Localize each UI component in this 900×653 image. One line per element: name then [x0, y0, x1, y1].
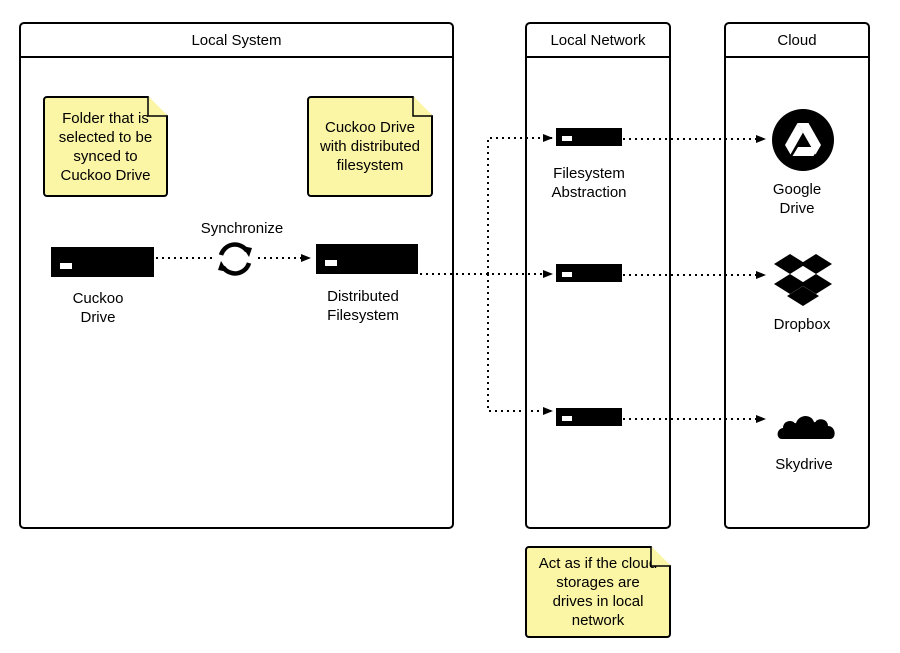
drive-led: [325, 260, 337, 266]
sync-label: Synchronize: [200, 220, 284, 237]
drive-led: [562, 416, 572, 421]
network-note: Act as if the cloud storages are drives …: [525, 546, 671, 638]
drive-led: [60, 263, 72, 269]
cuckoo-drive-icon: [51, 247, 154, 277]
skydrive-label: Skydrive: [775, 456, 833, 473]
note-fold-icon: [412, 96, 433, 117]
network-note-text: Act as if the cloud storages are drives …: [538, 555, 658, 629]
drive-led: [562, 136, 572, 141]
network-drive-2-icon: [556, 264, 622, 282]
fs-abstraction-label: Filesystem Abstraction: [551, 165, 627, 201]
network-drive-3-icon: [556, 408, 622, 426]
network-drive-1-icon: [556, 128, 622, 146]
drive-led: [562, 272, 572, 277]
distributed-fs-drive-icon: [316, 244, 418, 274]
bus-top-line: [487, 134, 553, 274]
note-fold-icon: [147, 96, 168, 117]
bus-bottom-line: [487, 274, 553, 415]
note-fold-icon: [650, 546, 671, 567]
google-drive-label: Google Drive: [772, 181, 822, 217]
local-system-title: Local System: [21, 24, 452, 58]
dropbox-icon: [774, 254, 832, 306]
distributed-fs-label: Distributed Filesystem: [327, 288, 399, 324]
cloud-title: Cloud: [726, 24, 868, 58]
dropbox-label: Dropbox: [773, 316, 831, 333]
cloud-panel: Cloud: [724, 22, 870, 529]
sync-icon: [218, 242, 252, 276]
local-network-title: Local Network: [527, 24, 669, 58]
folder-note-text: Folder that is selected to be synced to …: [58, 109, 153, 184]
cuckoo-note-text: Cuckoo Drive with distributed filesystem: [319, 119, 421, 174]
skydrive-icon: [777, 414, 835, 439]
cuckoo-drive-label: Cuckoo Drive: [72, 290, 124, 326]
folder-note: Folder that is selected to be synced to …: [43, 96, 168, 197]
google-drive-icon: [772, 109, 834, 171]
cuckoo-note: Cuckoo Drive with distributed filesystem: [307, 96, 433, 197]
